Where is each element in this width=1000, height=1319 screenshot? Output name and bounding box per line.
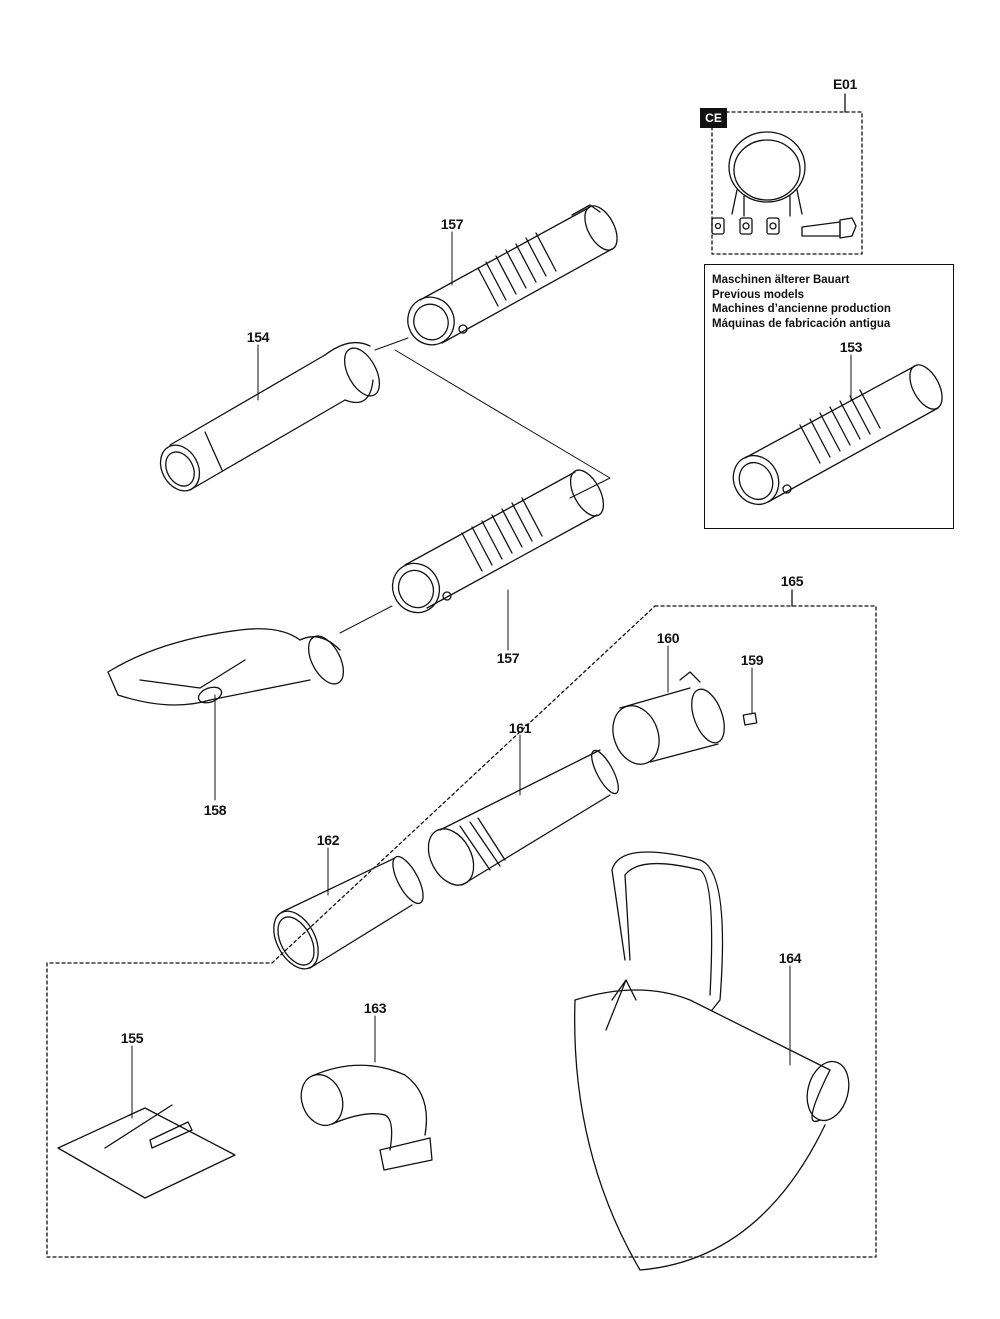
screw-159-drawing	[742, 712, 758, 726]
previous-models-line-de: Maschinen älterer Bauart	[712, 274, 850, 286]
part-label-155: 155	[120, 1030, 144, 1046]
bag-164-drawing	[574, 851, 850, 1271]
kit-165-outline	[46, 605, 877, 1258]
tools-155-drawing	[57, 1104, 236, 1199]
part-label-164: 164	[778, 950, 802, 966]
leader-lines	[131, 231, 852, 1119]
part-label-165: 165	[780, 573, 804, 589]
nozzle-154-drawing	[159, 341, 381, 492]
tube-153-drawing	[732, 364, 943, 506]
tube-157-bottom-drawing	[391, 469, 605, 614]
tube-161-drawing	[427, 749, 619, 886]
part-label-154: 154	[246, 329, 270, 345]
e01-kit-outline	[711, 111, 863, 255]
part-label-158: 158	[203, 802, 227, 818]
previous-models-box	[704, 264, 954, 529]
part-label-163: 163	[363, 1000, 387, 1016]
adapter-160-drawing	[612, 671, 725, 765]
part-label-159: 159	[740, 652, 764, 668]
clamp-band-drawing	[711, 131, 857, 239]
previous-models-text: Maschinen älterer Bauart Previous models…	[712, 273, 891, 331]
ce-badge: CE	[700, 108, 727, 128]
flat-nozzle-158-drawing	[107, 628, 345, 706]
tube-157-top-drawing	[407, 204, 618, 346]
previous-models-line-en: Previous models	[712, 288, 805, 301]
part-label-161: 161	[508, 720, 532, 736]
part-label-162: 162	[316, 832, 340, 848]
previous-models-line-fr: Machines d’ancienne production	[712, 303, 891, 315]
part-label-153: 153	[839, 339, 863, 355]
elbow-163-drawing	[300, 1064, 433, 1171]
previous-models-line-es: Máquinas de fabricación antigua	[712, 317, 891, 330]
part-label-157-top: 157	[440, 216, 464, 232]
part-label-157-bottom: 157	[496, 650, 520, 666]
tube-162-drawing	[273, 855, 424, 970]
part-label-160: 160	[656, 630, 680, 646]
assembly-connection-lines	[374, 337, 611, 499]
part-label-e01: E01	[832, 76, 858, 92]
